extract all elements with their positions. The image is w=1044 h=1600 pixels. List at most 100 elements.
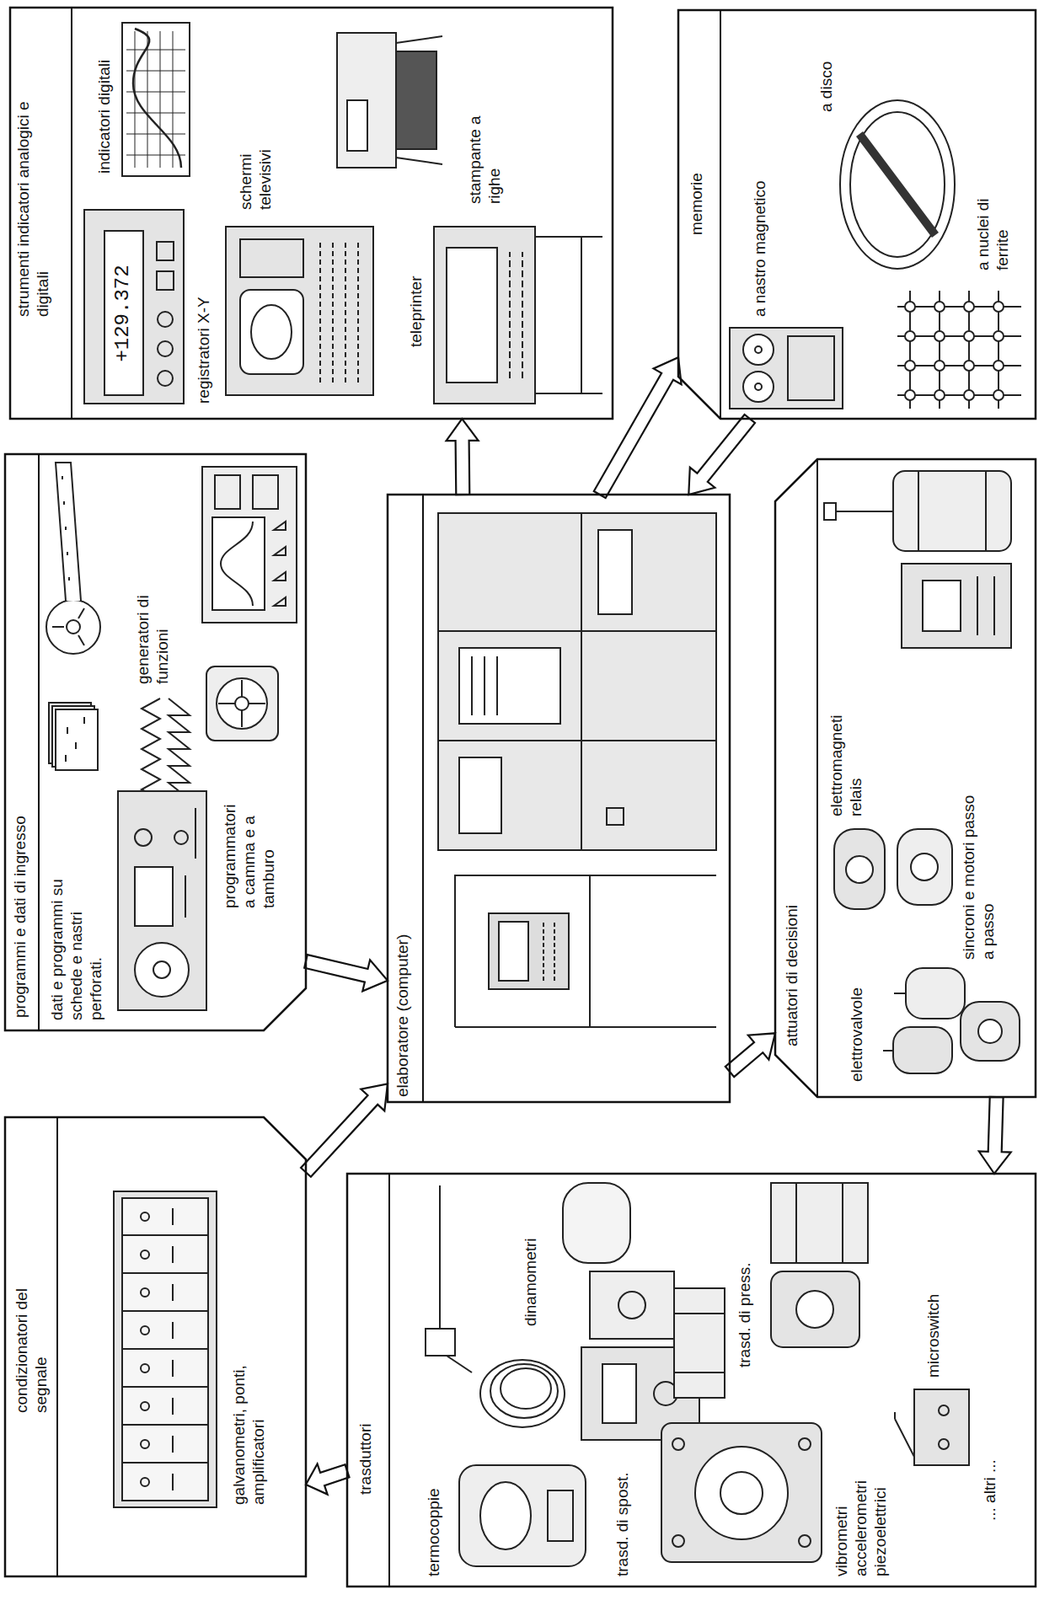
disk-pack-part bbox=[850, 112, 945, 257]
displacement-transducer-part bbox=[672, 1438, 685, 1451]
box-heading: attuatori di decisioni bbox=[781, 793, 802, 1047]
computer-cabinets-part bbox=[598, 530, 632, 615]
teleprinter-machine-part bbox=[509, 251, 523, 379]
relay-part bbox=[901, 563, 1012, 648]
box-border bbox=[347, 1173, 1036, 1587]
item-label: registratori X-Y bbox=[193, 251, 214, 404]
box-heading: trasduttori bbox=[355, 1368, 375, 1495]
line-printer-part bbox=[396, 36, 443, 165]
electromagnets bbox=[834, 829, 953, 910]
amplifier-rack-part bbox=[140, 1288, 150, 1297]
electromagnets-part bbox=[834, 829, 885, 910]
stepper-motor-part bbox=[824, 503, 836, 520]
xy-recorder-part bbox=[133, 28, 182, 168]
function-generator-part bbox=[273, 521, 286, 606]
component-box: memoriea nastro magneticoa discoa nuclei… bbox=[678, 10, 1036, 419]
teleprinter-machine-part bbox=[535, 236, 603, 394]
component-box: trasduttoritermocoppiedinamometritrasd. … bbox=[347, 1173, 1036, 1587]
ferrite-core-grid-part-part bbox=[963, 301, 975, 312]
relay-part bbox=[922, 580, 961, 632]
disk-pack bbox=[840, 100, 955, 269]
thermocouple-unit-part bbox=[459, 1465, 586, 1567]
tape-unit-part bbox=[743, 334, 774, 365]
microswitch-device-part bbox=[894, 1412, 915, 1457]
ferrite-core-grid-part-part bbox=[934, 301, 945, 312]
tape-reel-part bbox=[52, 608, 85, 646]
stepper-motor-part bbox=[918, 471, 986, 552]
digital-indicator-part bbox=[156, 271, 174, 290]
thermocouple-unit bbox=[459, 1465, 586, 1567]
ferrite-core-grid-part-part bbox=[904, 390, 916, 401]
pressure-transducers-part bbox=[674, 1288, 725, 1398]
cam-programmer-part bbox=[134, 867, 173, 927]
fan-unit-part bbox=[216, 678, 268, 729]
flow-arrow bbox=[725, 1033, 776, 1077]
video-console-part bbox=[320, 239, 359, 383]
heading-separator bbox=[388, 1173, 391, 1587]
tape-reel bbox=[46, 462, 101, 654]
solenoid-valves bbox=[883, 968, 1020, 1074]
item-label: elettrovalvole bbox=[846, 947, 867, 1082]
flow-arrow bbox=[688, 414, 755, 495]
thermocouple-probe-part bbox=[446, 1355, 472, 1373]
box-heading: programmi e dati di ingresso bbox=[10, 663, 30, 1018]
item-label: a nuclei di ferrite bbox=[973, 177, 1012, 271]
force-coil bbox=[480, 1359, 565, 1428]
displacement-transducer-part bbox=[695, 1446, 788, 1540]
relay-part bbox=[977, 576, 995, 636]
flow-arrow bbox=[304, 954, 388, 991]
amplifier-rack-part bbox=[140, 1326, 150, 1335]
item-label: indicatori digitali bbox=[94, 13, 114, 174]
computer-cabinets-part bbox=[606, 808, 624, 825]
illustration-group bbox=[46, 22, 1022, 1567]
fan-unit bbox=[206, 666, 279, 741]
pressure-transducers-part bbox=[770, 1271, 860, 1348]
item-label: termocoppie bbox=[423, 1458, 444, 1577]
computer-cabinets-part bbox=[459, 647, 561, 724]
video-console-part bbox=[240, 239, 304, 278]
component-box: attuatori di decisionielettrovalvoleelet… bbox=[775, 459, 1036, 1098]
tape-reel-part bbox=[55, 462, 81, 601]
box-border bbox=[387, 494, 730, 1103]
computer-console-part bbox=[455, 875, 717, 1028]
microswitch-device bbox=[894, 1389, 970, 1466]
heading-separator bbox=[422, 494, 424, 1103]
item-label: microswitch bbox=[923, 1251, 943, 1378]
tape-reel-part bbox=[62, 476, 70, 581]
electromagnets-part bbox=[910, 853, 938, 881]
item-label: sincroni e motori passo a passo bbox=[958, 791, 998, 960]
function-generator-part bbox=[212, 517, 265, 611]
teleprinter-machine-part bbox=[446, 247, 498, 383]
load-cells-part bbox=[562, 1183, 631, 1264]
thermocouple-probe bbox=[425, 1185, 472, 1373]
box-outline bbox=[347, 1173, 1036, 1587]
digital-indicator bbox=[84, 209, 184, 404]
ferrite-core-grid-part-part bbox=[904, 331, 916, 342]
amplifier-rack-part bbox=[140, 1212, 150, 1221]
box-heading: elaboratore (computer) bbox=[392, 844, 413, 1098]
fan-unit-part bbox=[235, 696, 249, 711]
solenoid-valves-part bbox=[960, 1001, 1020, 1061]
xy-recorder bbox=[122, 22, 190, 177]
display-readout: +129.372 bbox=[111, 237, 136, 390]
cam-programmer bbox=[117, 791, 207, 1011]
item-label: vibrometri accelerometri piezoelettrici bbox=[831, 1462, 891, 1577]
load-cells-part bbox=[602, 1364, 637, 1424]
item-label: a nastro magnetico bbox=[749, 114, 770, 317]
amplifier-rack-part bbox=[140, 1402, 150, 1411]
waveforms bbox=[141, 698, 190, 800]
computer-console bbox=[455, 875, 717, 1028]
computer-cabinets-part bbox=[438, 513, 717, 851]
amplifier-rack-part bbox=[171, 1208, 174, 1491]
component-box: condizionatori del segnalegalvanometri, … bbox=[5, 1117, 306, 1577]
video-console-part bbox=[240, 289, 304, 375]
function-generator-part bbox=[220, 521, 253, 606]
heading-separator bbox=[56, 1117, 59, 1577]
xy-recorder-part bbox=[126, 31, 186, 168]
solenoid-valves-part bbox=[883, 993, 906, 1051]
waveforms-part bbox=[141, 698, 161, 800]
computer-console-part bbox=[498, 921, 529, 981]
function-generator-part bbox=[202, 466, 297, 623]
